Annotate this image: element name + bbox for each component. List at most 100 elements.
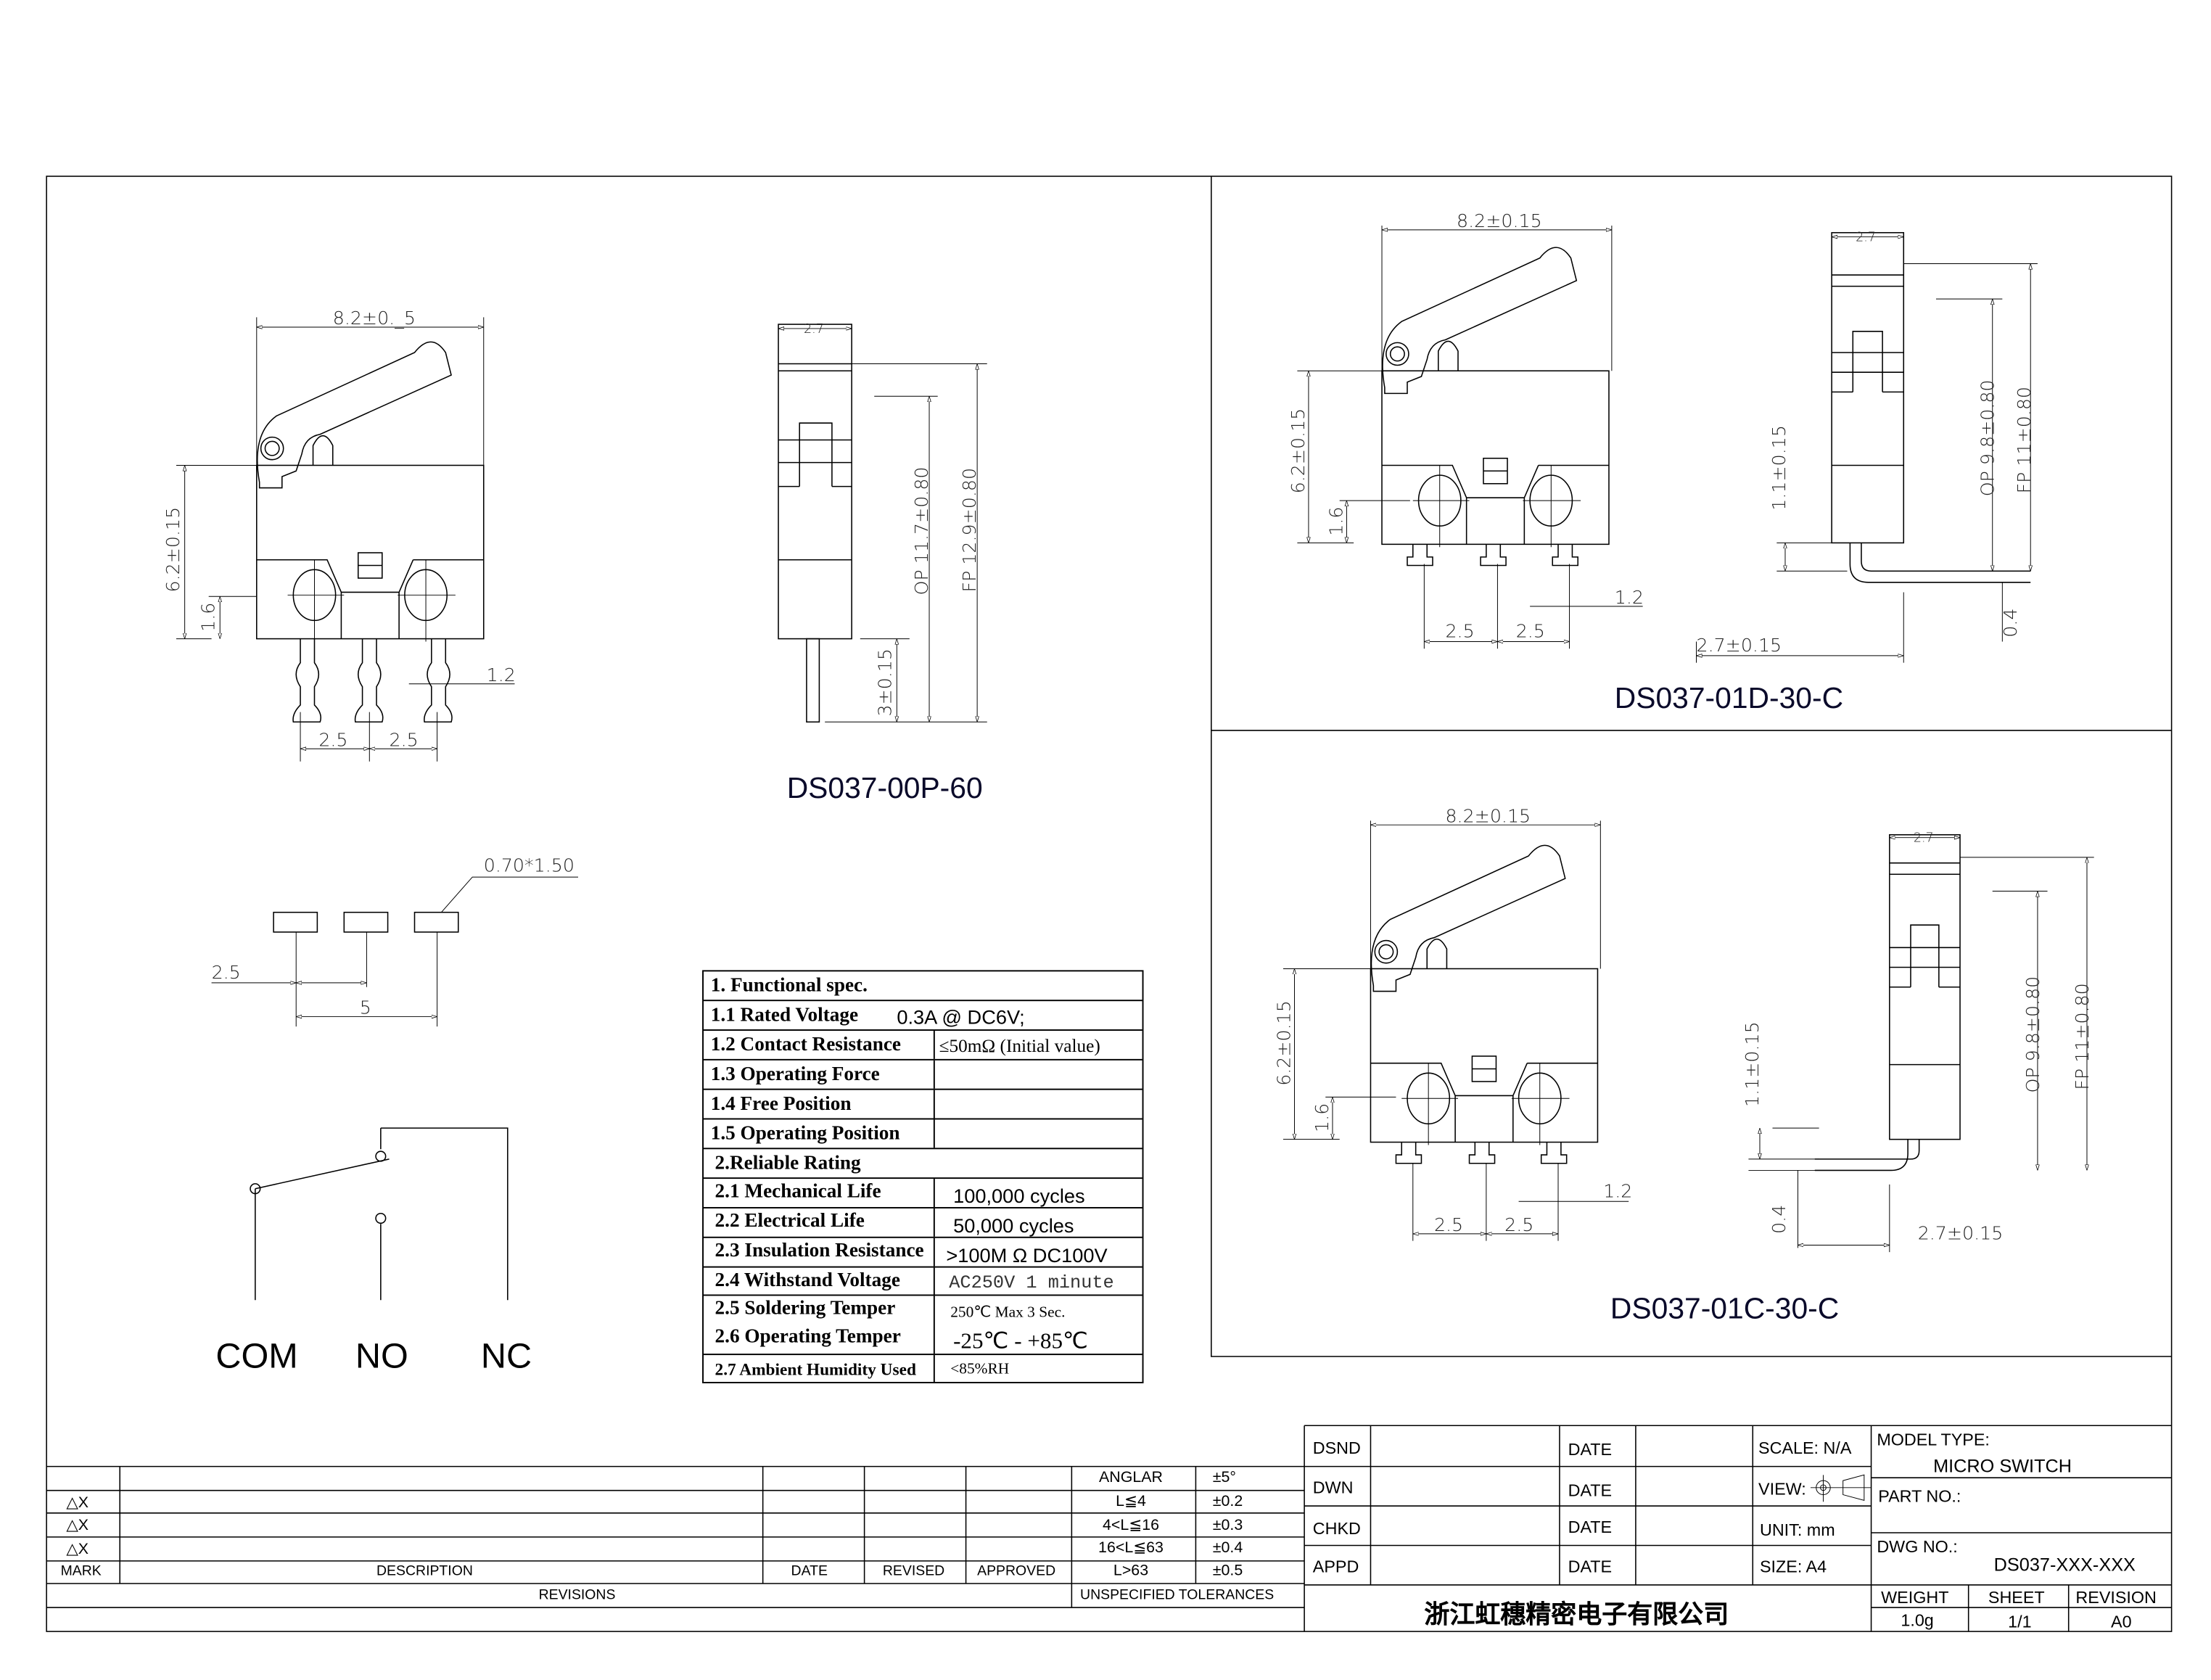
role-appd: APPD bbox=[1312, 1557, 1359, 1577]
dim-pin-reach: 2.7±0.15 bbox=[1697, 635, 1782, 656]
dim-height: 6.2±0.15 bbox=[162, 507, 184, 593]
tolerance-range: 4<L≦16 bbox=[1103, 1517, 1160, 1534]
model-type-label: MODEL TYPE: bbox=[1877, 1430, 1990, 1450]
spec-value: <85%RH bbox=[950, 1360, 1010, 1378]
view-symbol-icon bbox=[1810, 1474, 1872, 1502]
dim-pin-offset: 1.6 bbox=[197, 603, 218, 632]
unit-label: UNIT: mm bbox=[1759, 1520, 1835, 1540]
spec-label: 1.2 Contact Resistance bbox=[710, 1034, 902, 1056]
dim-thickness: 2.7 bbox=[804, 322, 824, 337]
span-label: 5 bbox=[360, 997, 371, 1018]
dim-pin-height: 1.1±0.15 bbox=[1742, 1021, 1763, 1107]
dim-width: 8.2±0.15 bbox=[1457, 210, 1542, 231]
pcb-footprint: 0.70*1.50 2.5 5 bbox=[212, 855, 578, 1027]
spec-label: 2.1 Mechanical Life bbox=[715, 1181, 881, 1203]
nc-label: NC bbox=[481, 1337, 532, 1376]
dwg-no: DS037-XXX-XXX bbox=[1993, 1554, 2136, 1576]
tolerance-value: ±0.2 bbox=[1212, 1493, 1243, 1510]
revision-mark: △X bbox=[66, 1494, 89, 1512]
sheet-border bbox=[46, 176, 2173, 1632]
dim-pin-width: 1.2 bbox=[487, 664, 516, 685]
size-label: SIZE: A4 bbox=[1759, 1557, 1827, 1577]
spec-label: 1.5 Operating Position bbox=[710, 1124, 900, 1145]
dim-thickness: 2.7 bbox=[1914, 831, 1934, 846]
spec-value: 250℃ Max 3 Sec. bbox=[950, 1304, 1066, 1322]
sheet-value: 1/1 bbox=[2008, 1611, 2032, 1632]
view-title: DS037-01D-30-C bbox=[1615, 681, 1843, 715]
spec-label: 2.3 Insulation Resistance bbox=[715, 1240, 924, 1262]
com-label: COM bbox=[215, 1337, 297, 1376]
tolerance-value: ±0.3 bbox=[1212, 1517, 1243, 1534]
model-type: MICRO SWITCH bbox=[1933, 1455, 2072, 1477]
sheet-label: SHEET bbox=[1988, 1587, 2045, 1608]
tolerance-value: ±0.5 bbox=[1212, 1562, 1243, 1580]
spec-label: 2.4 Withstand Voltage bbox=[715, 1270, 900, 1292]
company-name: 浙江虹穗精密电子有限公司 bbox=[1424, 1600, 1729, 1631]
no-label: NO bbox=[355, 1337, 408, 1376]
approved-header: APPROVED bbox=[977, 1563, 1056, 1580]
description-header: DESCRIPTION bbox=[376, 1563, 473, 1580]
view-ds037-00p-60: 8.2±0._5 6.2±0.15 1.6 1.2 2.5 2.5 2.7 OP… bbox=[162, 308, 987, 804]
spec-label: 1.4 Free Position bbox=[710, 1094, 852, 1116]
date-label: DATE bbox=[1568, 1481, 1613, 1501]
dim-pitch-a: 2.5 bbox=[1445, 621, 1474, 642]
dim-pin-reach: 2.7±0.15 bbox=[1918, 1223, 2004, 1244]
dim-op: OP 11.7±0.80 bbox=[911, 466, 932, 595]
spec-label: 1. Functional spec. bbox=[710, 976, 868, 997]
view-ds037-01c-30-c: 8.2±0.15 6.2±0.15 1.6 1.2 2.5 2.5 2.7 OP… bbox=[1274, 805, 2094, 1325]
dim-width: 8.2±0.15 bbox=[1445, 805, 1531, 826]
dim-height: 6.2±0.15 bbox=[1288, 408, 1309, 494]
revised-header: REVISED bbox=[882, 1563, 945, 1580]
tolerance-range: L>63 bbox=[1113, 1562, 1149, 1580]
date-label: DATE bbox=[1568, 1557, 1613, 1577]
tolerance-range: ANGLAR bbox=[1099, 1469, 1163, 1486]
tolerance-value: ±5° bbox=[1212, 1469, 1236, 1486]
date-label: DATE bbox=[1568, 1517, 1613, 1537]
switch-schematic: COM NO NC bbox=[215, 1127, 532, 1376]
date-label: DATE bbox=[1568, 1439, 1613, 1459]
spec-value: 100,000 cycles bbox=[953, 1184, 1085, 1207]
weight-label: WEIGHT bbox=[1881, 1587, 1949, 1608]
date-header: DATE bbox=[791, 1563, 828, 1580]
dim-pin-offset: 1.6 bbox=[1326, 506, 1347, 535]
spec-value: -25℃ - +85℃ bbox=[953, 1330, 1088, 1354]
spec-label: 2.6 Operating Temper bbox=[715, 1327, 901, 1348]
dim-pin-offset: 1.6 bbox=[1312, 1103, 1333, 1132]
spec-label: 2.7 Ambient Humidity Used bbox=[715, 1359, 916, 1380]
view-label: VIEW: bbox=[1758, 1479, 1806, 1499]
spec-value: 0.3A @ DC6V; bbox=[897, 1005, 1025, 1029]
dim-pin-width: 1.2 bbox=[1603, 1180, 1632, 1201]
mark-header: MARK bbox=[60, 1563, 102, 1580]
spec-value: ≤50mΩ (Initial value) bbox=[939, 1034, 1100, 1056]
dim-pitch-b: 2.5 bbox=[1516, 621, 1545, 642]
dim-height: 6.2±0.15 bbox=[1274, 1000, 1295, 1086]
dim-pitch-b: 2.5 bbox=[390, 729, 419, 750]
dim-op: OP 9.8±0.80 bbox=[2022, 976, 2043, 1093]
dim-fp: FP 11±0.80 bbox=[2072, 983, 2093, 1090]
dim-width: 8.2±0._5 bbox=[333, 308, 416, 329]
revisions-footer: REVISIONS bbox=[538, 1587, 616, 1604]
tolerances-footer: UNSPECIFIED TOLERANCES bbox=[1080, 1587, 1275, 1604]
role-dsnd: DSND bbox=[1312, 1438, 1361, 1458]
spec-label: 2.Reliable Rating bbox=[715, 1153, 861, 1175]
pad-size-label: 0.70*1.50 bbox=[484, 855, 575, 876]
revision-value: A0 bbox=[2111, 1611, 2132, 1632]
weight-value: 1.0g bbox=[1901, 1610, 1934, 1631]
spec-value: 50,000 cycles bbox=[953, 1214, 1074, 1237]
dwg-no-label: DWG NO.: bbox=[1877, 1536, 1958, 1557]
scale-label: SCALE: N/A bbox=[1758, 1438, 1852, 1458]
revision-mark: △X bbox=[66, 1517, 89, 1534]
spec-value: >100M Ω DC100V bbox=[946, 1243, 1108, 1267]
pitch-label: 2.5 bbox=[212, 962, 241, 983]
dim-pin-length: 3±0.15 bbox=[875, 648, 896, 717]
view-title: DS037-01C-30-C bbox=[1610, 1292, 1839, 1325]
dim-fp: FP 12.9±0.80 bbox=[959, 468, 980, 592]
tolerance-value: ±0.4 bbox=[1212, 1539, 1243, 1557]
tolerance-range: L≦4 bbox=[1116, 1493, 1146, 1510]
title-block-grid bbox=[1304, 1425, 2172, 1632]
dim-thickness: 2.7 bbox=[1856, 230, 1876, 244]
dim-pin-height: 1.1±0.15 bbox=[1769, 425, 1790, 511]
